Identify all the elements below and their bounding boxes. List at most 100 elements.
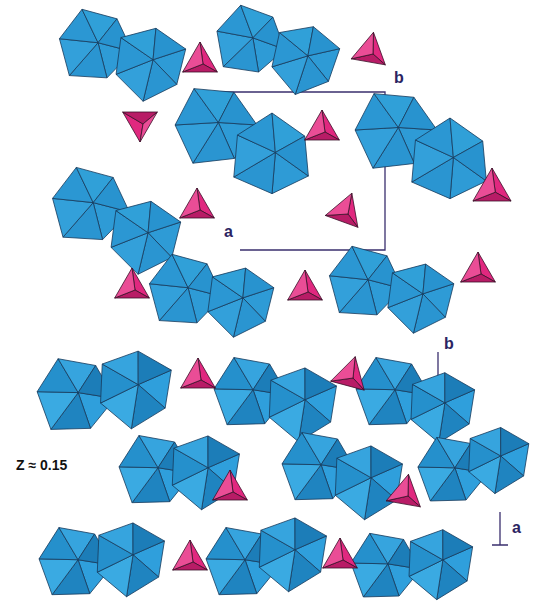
octahedron bbox=[97, 523, 164, 597]
octahedron-face bbox=[208, 436, 239, 468]
octahedron-face bbox=[398, 97, 437, 130]
tetrahedron bbox=[351, 32, 385, 65]
octahedron-face bbox=[423, 264, 454, 294]
octahedron-face bbox=[119, 467, 158, 503]
octahedron bbox=[269, 368, 336, 442]
octahedron-face bbox=[271, 368, 305, 400]
octahedron bbox=[116, 28, 186, 101]
octahedron-face bbox=[218, 92, 257, 125]
octahedron-face bbox=[418, 467, 455, 501]
octahedron bbox=[388, 264, 454, 333]
tetrahedron bbox=[183, 42, 218, 72]
octahedron-face bbox=[371, 446, 402, 478]
tetrahedron bbox=[473, 168, 511, 201]
octahedron-face bbox=[392, 264, 425, 294]
octahedron-face bbox=[470, 428, 501, 456]
tetrahedron bbox=[180, 188, 215, 218]
tetrahedron-face bbox=[183, 42, 203, 72]
octahedron-face bbox=[415, 118, 453, 157]
octahedron-face bbox=[153, 28, 186, 59]
axis-label: b bbox=[444, 336, 454, 352]
octahedron-face bbox=[121, 28, 156, 59]
octahedron bbox=[259, 518, 326, 592]
octahedron-face bbox=[59, 39, 98, 76]
octahedron-face bbox=[53, 198, 94, 237]
octahedron-face bbox=[445, 373, 475, 403]
tetrahedron-face bbox=[461, 252, 481, 282]
tetrahedron-face bbox=[115, 268, 135, 298]
octahedron-face bbox=[138, 351, 171, 384]
tetrahedron bbox=[213, 470, 248, 500]
tetrahedron bbox=[123, 112, 158, 142]
tetrahedron-face bbox=[140, 112, 157, 142]
octahedron-face bbox=[329, 276, 368, 313]
octahedron-face bbox=[308, 27, 340, 56]
tetrahedron-face bbox=[331, 357, 355, 381]
octahedron bbox=[234, 113, 309, 194]
tetrahedron bbox=[288, 270, 323, 300]
tetrahedron bbox=[461, 252, 496, 282]
tetrahedron-face bbox=[173, 540, 193, 570]
axis-label: a bbox=[224, 224, 233, 240]
octahedron-face bbox=[93, 177, 129, 212]
octahedron-face bbox=[99, 523, 133, 555]
octahedron-face bbox=[337, 446, 371, 478]
octahedron bbox=[411, 373, 475, 443]
octahedron bbox=[412, 118, 487, 199]
tetrahedron-face bbox=[325, 214, 358, 227]
octahedron-face bbox=[413, 373, 445, 403]
octahedron-face bbox=[275, 136, 308, 176]
octahedron-face bbox=[174, 436, 208, 468]
coordinate-note: Z ≈ 0.15 bbox=[16, 458, 67, 472]
octahedron bbox=[409, 530, 473, 600]
octahedron-face bbox=[355, 127, 398, 168]
tetrahedron bbox=[323, 538, 358, 568]
tetrahedron-face bbox=[305, 110, 325, 140]
octahedron-face bbox=[237, 113, 275, 152]
tetrahedron bbox=[305, 110, 340, 140]
octahedron-face bbox=[149, 284, 188, 321]
octahedron-face bbox=[443, 530, 473, 560]
tetrahedron-face bbox=[386, 474, 408, 501]
octahedron-face bbox=[37, 392, 78, 430]
tetrahedron-face bbox=[323, 538, 343, 568]
octahedron-face bbox=[453, 141, 486, 181]
tetrahedron-face bbox=[351, 32, 373, 59]
octahedron-face bbox=[39, 559, 78, 595]
octahedron-face bbox=[305, 368, 336, 400]
tetrahedron-face bbox=[325, 193, 352, 215]
octahedron-face bbox=[214, 389, 253, 425]
axis-label: a bbox=[512, 520, 521, 536]
unit-cell bbox=[205, 92, 508, 545]
octahedron-face bbox=[295, 518, 326, 550]
octahedron-face bbox=[206, 559, 245, 595]
tetrahedron-face bbox=[213, 470, 233, 500]
tetrahedron-face bbox=[473, 168, 495, 201]
octahedron-face bbox=[148, 201, 181, 232]
octahedron-face bbox=[212, 268, 245, 298]
octahedron bbox=[469, 428, 529, 494]
tetrahedron bbox=[386, 474, 420, 507]
octahedron-face bbox=[116, 201, 151, 232]
cell-edge bbox=[492, 512, 508, 545]
octahedron bbox=[101, 351, 172, 429]
tetrahedron bbox=[181, 358, 216, 388]
cell-edge bbox=[205, 92, 385, 250]
octahedron-face bbox=[102, 351, 138, 384]
octahedron-face bbox=[356, 389, 395, 425]
octahedron bbox=[272, 27, 340, 95]
octahedron-face bbox=[175, 122, 218, 163]
octahedron-face bbox=[243, 268, 274, 298]
tetrahedron bbox=[115, 268, 150, 298]
axis-label: b bbox=[394, 70, 404, 86]
octahedron-face bbox=[411, 530, 443, 560]
tetrahedron bbox=[173, 540, 208, 570]
tetrahedron-face bbox=[288, 270, 308, 300]
octahedron-face bbox=[261, 518, 295, 550]
tetrahedron bbox=[331, 357, 364, 390]
octahedron bbox=[208, 268, 274, 337]
tetrahedron bbox=[325, 193, 358, 227]
polyhedra bbox=[37, 5, 529, 599]
